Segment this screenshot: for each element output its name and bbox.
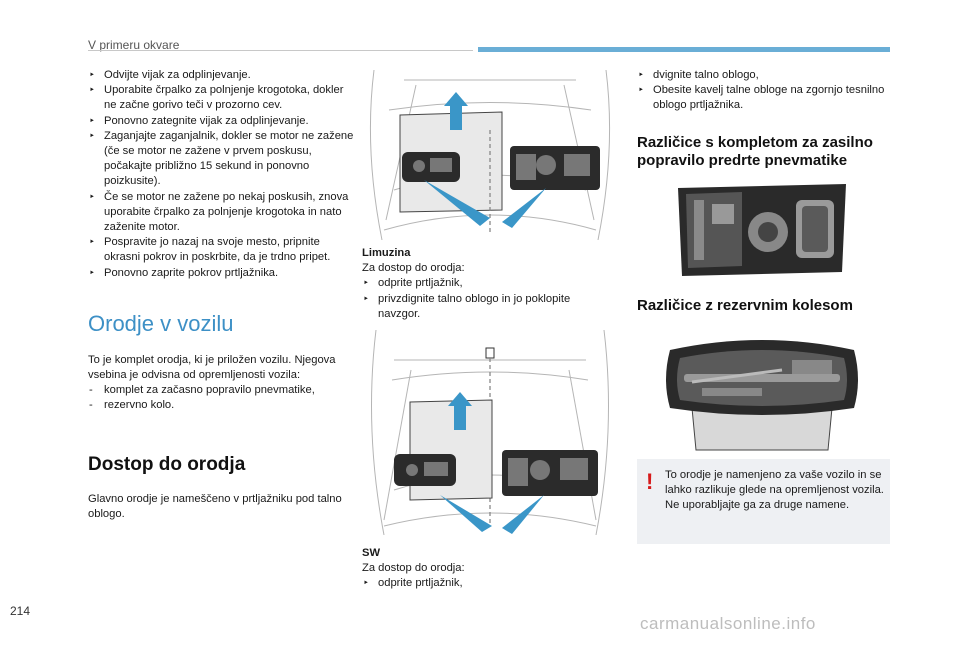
warning-note: ! To orodje je namenjeno za vaše vozilo …: [637, 459, 890, 544]
column-right: dvignite talno oblogo, Obesite kavelj ta…: [637, 68, 892, 170]
trunk-diagram: [369, 69, 611, 241]
sw-section: SW Za dostop do orodja: odprite prtljažn…: [362, 546, 612, 592]
limuzina-intro: Za dostop do orodja:: [362, 262, 465, 275]
list-item: Uporabite črpalko za polnjenje krogotoka…: [88, 83, 358, 113]
limuzina-trunk-illustration: [364, 69, 616, 241]
repair-kit-illustration: [672, 180, 852, 280]
list-item: privzdignite talno oblogo in jo poklopit…: [362, 292, 612, 322]
header-title: V primeru okvare: [88, 38, 180, 52]
list-item: dvignite talno oblogo,: [637, 68, 892, 83]
list-item: odprite prtljažnik,: [362, 576, 612, 591]
access-heading: Dostop do orodja: [88, 453, 246, 475]
tools-list: komplet za začasno popravilo pnevmatike,…: [88, 383, 358, 414]
column-left: Odvijte vijak za odplinjevanje. Uporabit…: [88, 68, 358, 522]
list-item: odprite prtljažnik,: [362, 276, 612, 291]
kit-heading: Različice s kompletom za zasilno popravi…: [637, 133, 873, 169]
note-line: Ne uporabljajte ga za druge namene.: [665, 499, 850, 512]
list-item: Pospravite jo nazaj na svoje mesto, prip…: [88, 235, 358, 265]
access-text: Glavno orodje je nameščeno v prtljažniku…: [88, 492, 342, 520]
list-item: rezervno kolo.: [88, 398, 358, 413]
floor-steps: dvignite talno oblogo, Obesite kavelj ta…: [637, 68, 892, 114]
note-line: To orodje je namenjeno za vaše vozilo in…: [665, 469, 884, 497]
list-item: Ponovno zaprite pokrov prtljažnika.: [88, 266, 358, 281]
sw-steps: odprite prtljažnik,: [362, 576, 612, 591]
page-number: 214: [10, 604, 31, 618]
list-item: Zaganjajte zaganjalnik, dokler se motor …: [88, 129, 358, 190]
limuzina-section: Limuzina Za dostop do orodja: odprite pr…: [362, 246, 612, 322]
sw-trunk-illustration: [364, 329, 616, 536]
list-item: Odvijte vijak za odplinjevanje.: [88, 68, 358, 83]
spare-wheel-diagram: [666, 340, 858, 451]
procedure-list: Odvijte vijak za odplinjevanje. Uporabit…: [88, 68, 358, 281]
list-item: komplet za začasno popravilo pnevmatike,: [88, 383, 358, 398]
list-item: Ponovno zategnite vijak za odplinjevanje…: [88, 114, 358, 129]
tools-heading: Orodje v vozilu: [88, 310, 234, 336]
tools-intro: To je komplet orodja, ki je priložen voz…: [88, 353, 336, 382]
spare-wheel-illustration: [662, 330, 862, 452]
note-text: To orodje je namenjeno za vaše vozilo in…: [665, 468, 885, 514]
header-rule-right: [478, 47, 890, 52]
sw-intro: Za dostop do orodja:: [362, 562, 465, 575]
trunk-diagram: [371, 329, 609, 536]
watermark: carmanualsonline.info: [640, 614, 816, 633]
repair-kit-diagram: [678, 184, 846, 276]
sw-title: SW: [362, 547, 381, 559]
spare-heading: Različice z rezervnim kolesom: [637, 297, 853, 314]
limuzina-title: Limuzina: [362, 247, 411, 259]
header-rule-left: [88, 50, 473, 51]
list-item: Če se motor ne zažene po nekaj poskusih,…: [88, 190, 358, 236]
list-item: Obesite kavelj talne obloge na zgornjo t…: [637, 83, 892, 113]
warning-icon: !: [646, 469, 654, 494]
limuzina-steps: odprite prtljažnik, privzdignite talno o…: [362, 276, 612, 322]
